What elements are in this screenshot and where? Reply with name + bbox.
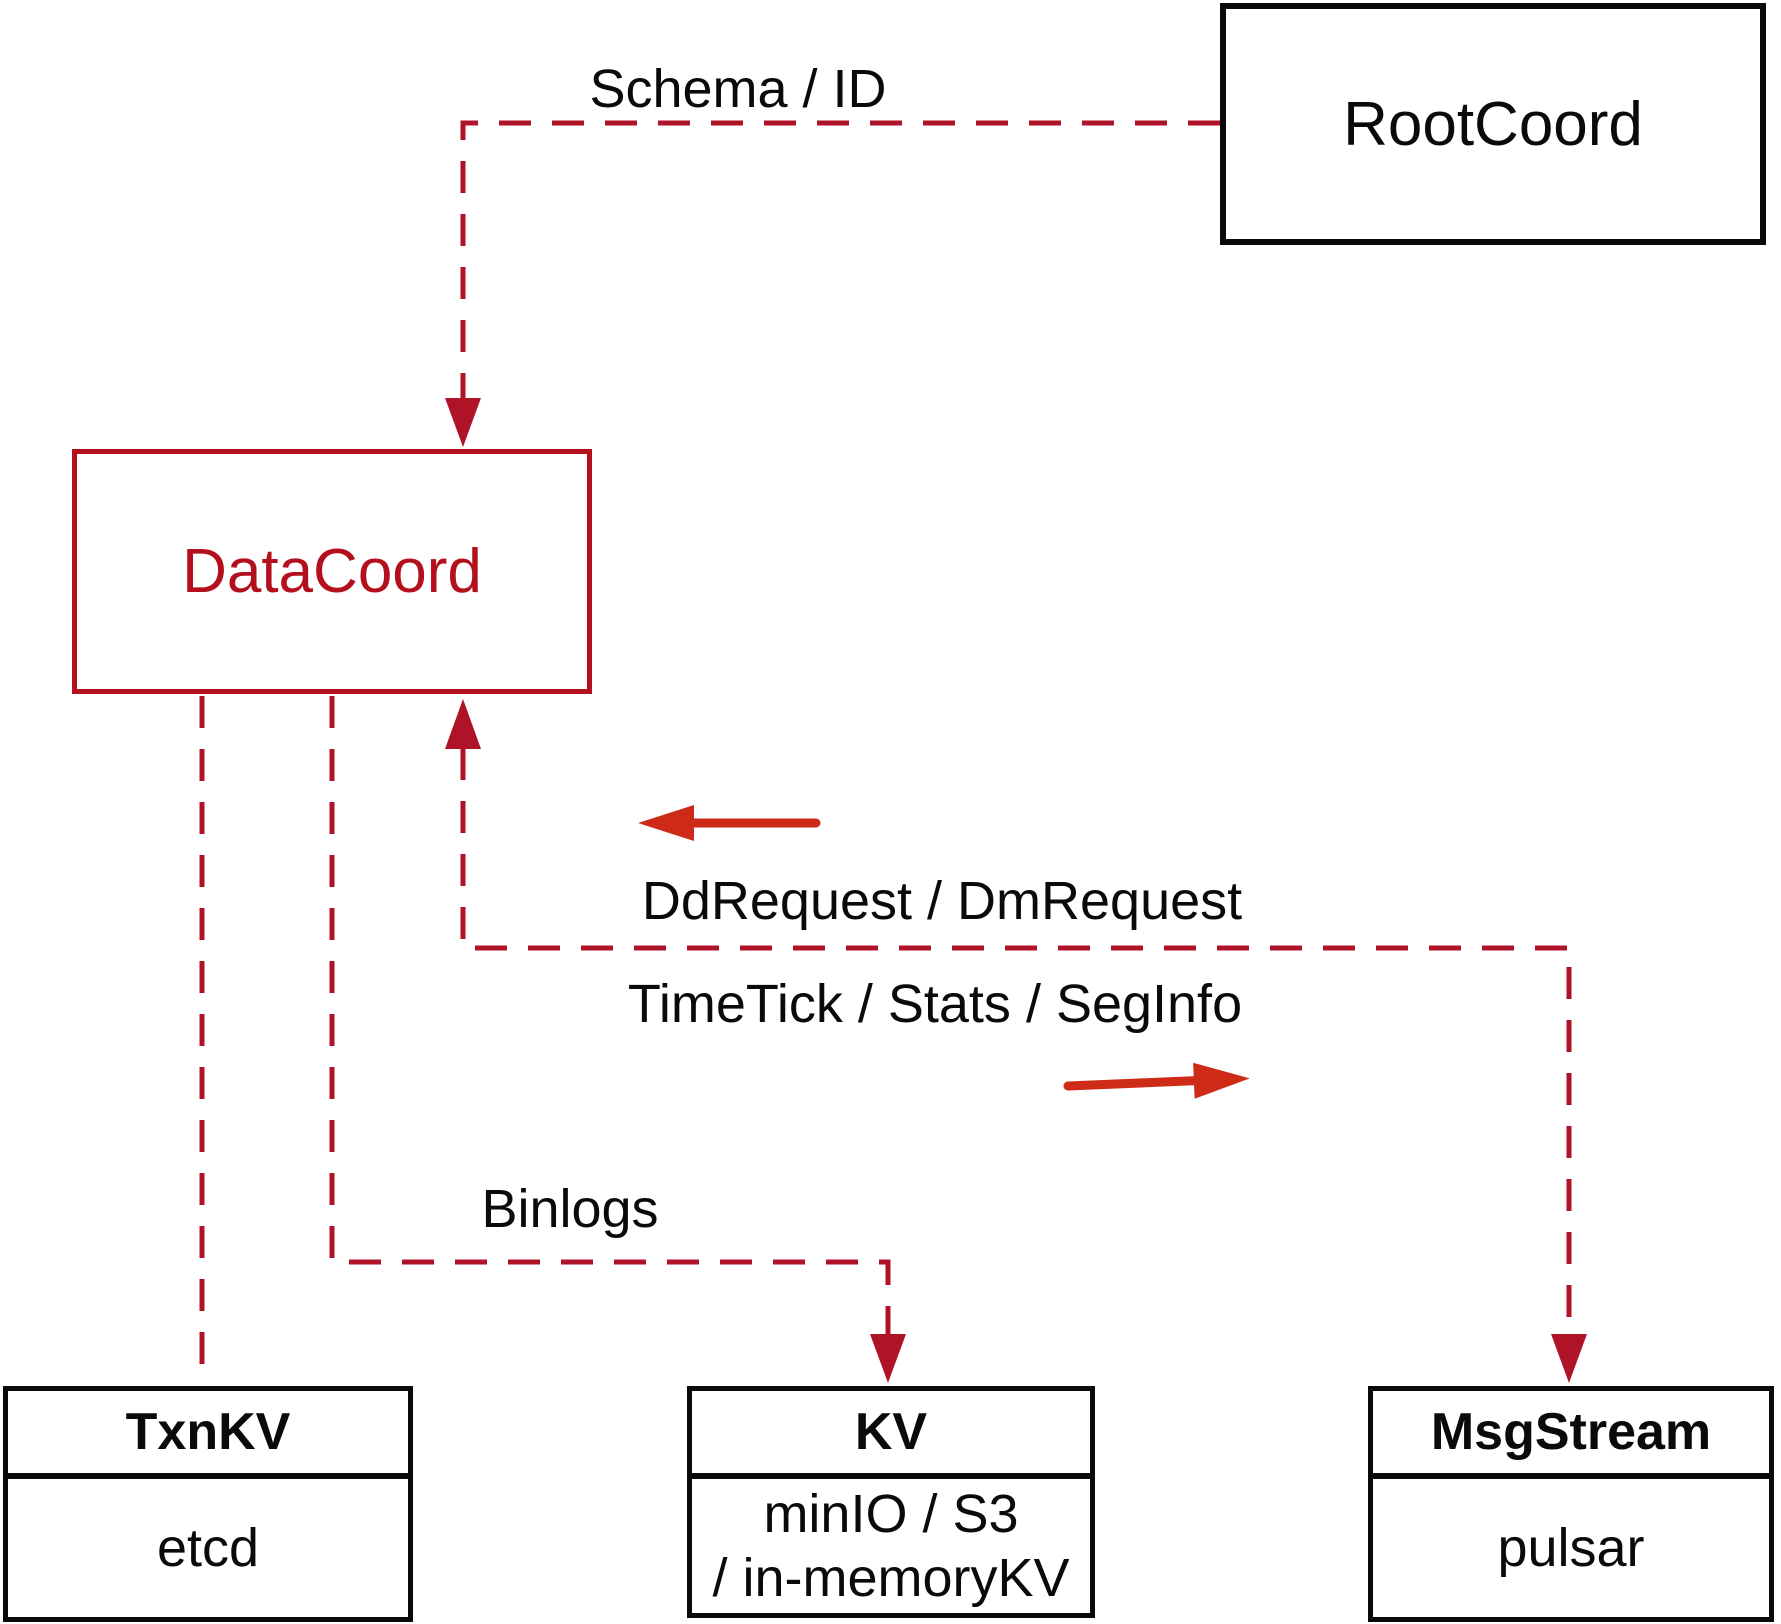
edge-datacoord-to-msgstream (460, 748, 1572, 1334)
kv-title: KV (692, 1391, 1090, 1479)
edge-datacoord-to-kv (329, 696, 891, 1334)
node-kv: KV minIO / S3 / in-memoryKV (687, 1386, 1095, 1618)
txnkv-title: TxnKV (8, 1391, 408, 1479)
datacoord-bottom-arrowhead (445, 699, 481, 749)
txnkv-body: etcd (156, 1518, 260, 1578)
datacoord-top-arrowhead (445, 398, 481, 447)
node-datacoord: DataCoord (72, 449, 592, 694)
node-msgstream: MsgStream pulsar (1368, 1386, 1774, 1622)
direction-arrow-right (1063, 1062, 1250, 1099)
edge-label-dd-request: DdRequest / DmRequest (641, 871, 1243, 931)
datacoord-label: DataCoord (182, 537, 482, 606)
rootcoord-label: RootCoord (1343, 89, 1643, 159)
kv-body-line1: minIO / S3 (763, 1484, 1019, 1544)
kv-top-arrowhead (870, 1334, 906, 1383)
edge-label-schema-id: Schema / ID (589, 59, 887, 119)
node-rootcoord: RootCoord (1220, 3, 1766, 245)
node-txnkv: TxnKV etcd (3, 1386, 413, 1622)
direction-arrow-left (638, 805, 821, 841)
msgstream-body: pulsar (1497, 1518, 1645, 1578)
edge-label-binlogs: Binlogs (481, 1179, 659, 1239)
kv-body-line2: / in-memoryKV (712, 1548, 1070, 1608)
edge-rootcoord-to-datacoord (460, 120, 1220, 398)
edge-label-timetick: TimeTick / Stats / SegInfo (627, 974, 1243, 1034)
msgstream-title: MsgStream (1373, 1391, 1769, 1479)
msgstream-top-arrowhead (1551, 1334, 1587, 1383)
